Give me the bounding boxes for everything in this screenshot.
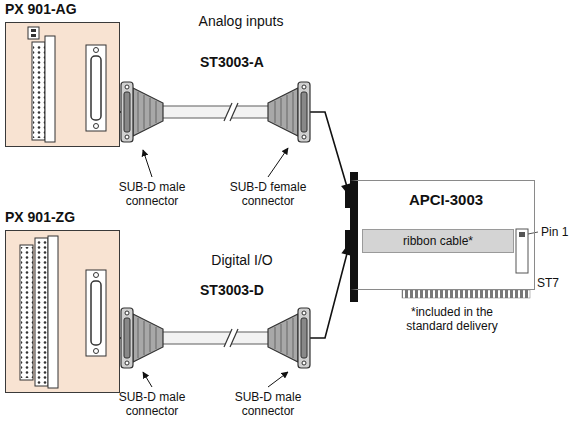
connector-screw — [302, 85, 306, 89]
hood-rib — [144, 321, 145, 355]
annotation-label: SUB-D female connector — [228, 180, 308, 208]
hood-rib — [150, 98, 151, 126]
st7-connector — [516, 229, 528, 273]
annotation-label: SUB-D male connector — [228, 390, 308, 418]
ribbon-cable: ribbon cable* — [362, 229, 514, 253]
board-fill — [5, 230, 120, 393]
board-name: PX 901-AG — [5, 1, 77, 17]
cable-body — [160, 106, 270, 118]
board-outline: PX 901-ZG — [5, 230, 120, 393]
cable-name: ST3003-A — [200, 54, 264, 70]
pin-header — [35, 238, 48, 386]
board-outline: PX 901-AG — [5, 22, 120, 147]
connector-screw — [302, 311, 306, 315]
connector-screw — [125, 135, 129, 139]
cable-body — [160, 332, 270, 344]
connector-hood — [133, 88, 163, 136]
hood-rib — [150, 324, 151, 352]
hood-rib — [287, 95, 288, 129]
hood-rib — [156, 327, 157, 349]
arrow-line — [120, 242, 350, 338]
jumper-pin — [31, 29, 36, 32]
cable-break — [224, 329, 238, 347]
annotation-label: Pin 1 — [541, 225, 577, 239]
annotation-label: *included in the standard delivery — [392, 305, 512, 333]
leader-arrow — [143, 150, 152, 177]
leader-arrow — [268, 372, 288, 387]
hood-rib — [156, 101, 157, 123]
annotation-label: Analog inputs — [186, 13, 296, 30]
screw-hole — [94, 349, 99, 354]
jumper-pin — [31, 34, 36, 37]
hood-rib — [281, 98, 282, 126]
connector-screw — [125, 361, 129, 365]
card-fill — [350, 180, 535, 290]
connector-face — [301, 318, 307, 358]
hood-rib — [293, 92, 294, 132]
board-fill — [5, 22, 120, 147]
hood-rib — [138, 92, 139, 132]
connector-screw — [302, 135, 306, 139]
board-name: PX 901-ZG — [5, 209, 75, 225]
screw-hole — [94, 273, 99, 278]
hood-rib — [281, 324, 282, 352]
cable-break-mark — [230, 103, 238, 121]
leader-arrow — [268, 148, 288, 177]
annotation-label: ST7 — [537, 276, 567, 290]
hood-rib — [287, 321, 288, 355]
connector-face — [301, 92, 307, 132]
edge-fingers — [402, 290, 530, 298]
terminal-strip — [45, 36, 55, 142]
connector-face — [124, 92, 130, 132]
connector-plate — [121, 308, 133, 368]
card-outline: APCI-3003 ribbon cable* — [350, 180, 535, 290]
hood-rib — [138, 318, 139, 358]
screw-hole — [94, 124, 99, 129]
connector-screw — [302, 361, 306, 365]
cable-break — [224, 103, 238, 121]
pin1-leader — [528, 232, 538, 234]
terminal-strip — [48, 236, 58, 388]
hood-rib — [293, 318, 294, 358]
jumper — [28, 27, 39, 39]
connector-screw — [125, 85, 129, 89]
connector-plate — [298, 308, 310, 368]
cable-name: ST3003-D — [200, 282, 264, 298]
annotation-label: SUB-D male connector — [112, 180, 192, 208]
cable-break-mark — [230, 329, 238, 347]
hood-rib — [275, 101, 276, 123]
pin-rows — [21, 247, 33, 378]
pin-header — [20, 245, 33, 380]
annotation-label: SUB-D male connector — [112, 390, 192, 418]
pin-header — [32, 42, 45, 140]
pin-rows — [33, 44, 45, 138]
leader-arrow — [143, 372, 152, 387]
sub-d-shell — [91, 281, 101, 345]
connector-plate — [298, 82, 310, 142]
connector-hood — [268, 314, 298, 362]
connector-screw — [125, 311, 129, 315]
connector-plate — [121, 82, 133, 142]
hood-rib — [275, 327, 276, 349]
annotation-label: Digital I/O — [192, 252, 292, 269]
connector-hood — [133, 314, 163, 362]
connector-face — [124, 318, 130, 358]
sub-d-socket — [86, 270, 106, 356]
cable-arrow — [120, 242, 352, 338]
card-name: APCI-3003 — [358, 191, 534, 208]
pin-rows — [36, 240, 48, 384]
cable-name: ribbon cable* — [403, 234, 473, 248]
sub-d-socket — [86, 45, 106, 131]
st7-pin1 — [519, 232, 525, 237]
screw-hole — [94, 48, 99, 53]
hood-rib — [144, 95, 145, 129]
connector-hood — [268, 88, 298, 136]
sub-d-shell — [91, 56, 101, 120]
